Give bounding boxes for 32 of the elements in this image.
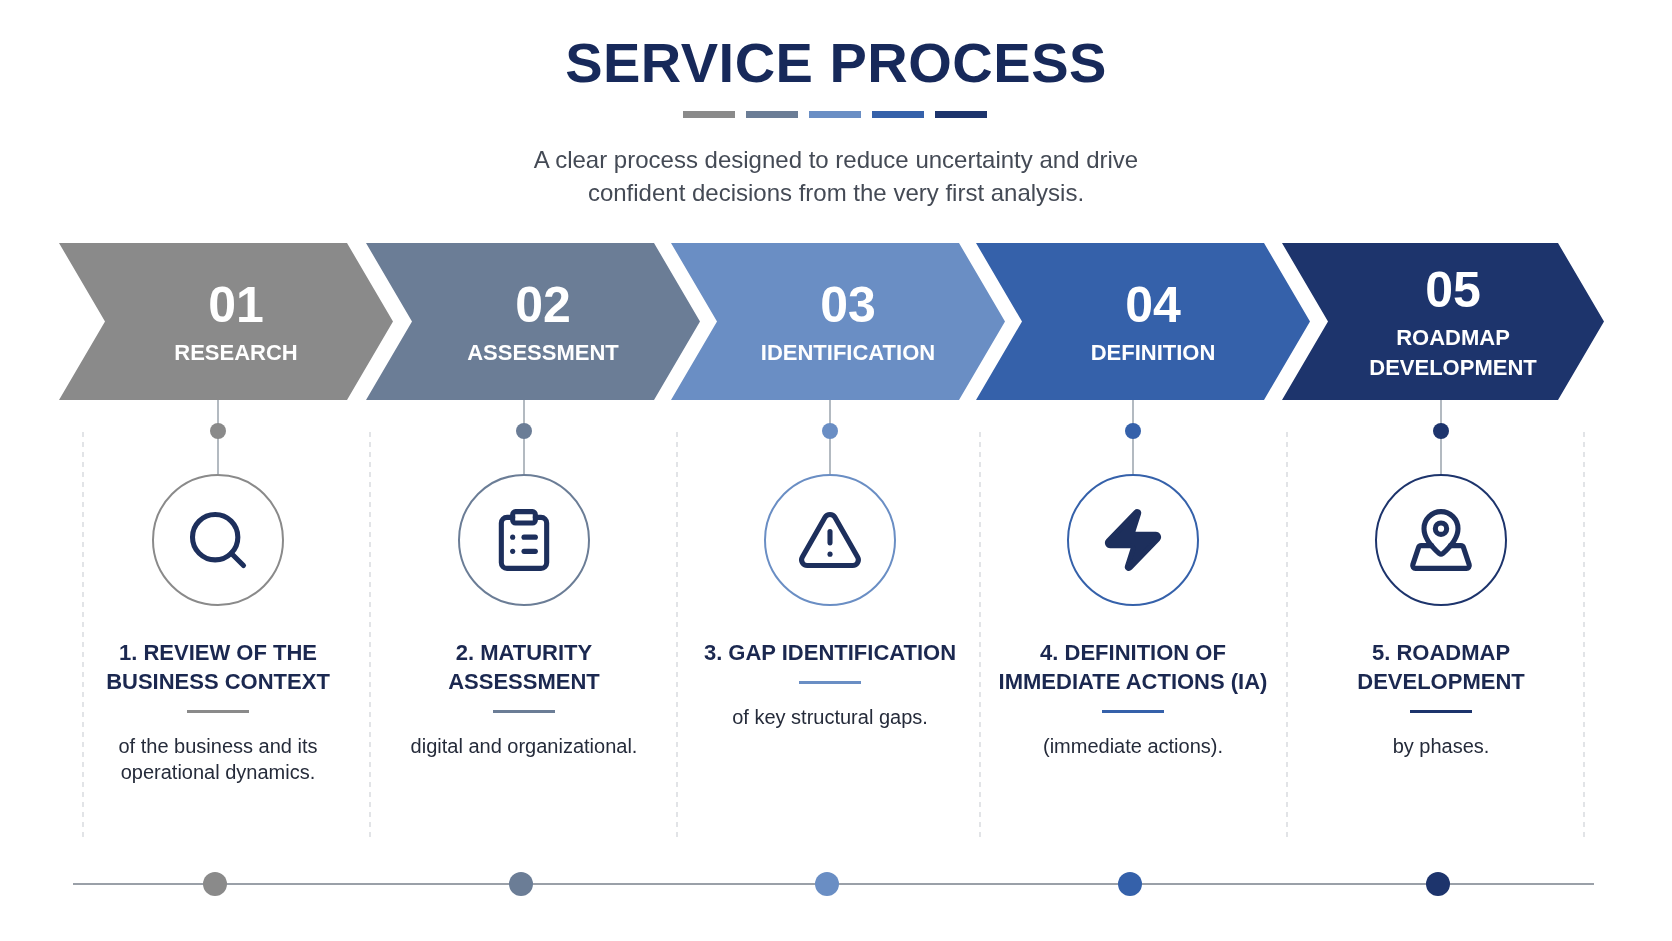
step-title: 1. REVIEW OF THE BUSINESS CONTEXT (105, 639, 331, 696)
step-description: digital and organizational. (409, 734, 639, 759)
step-title: 2. MATURITY ASSESSMENT (447, 639, 601, 696)
chevron-step (671, 243, 1005, 400)
chevron-step (366, 243, 700, 400)
step-description: of key structural gaps. (731, 705, 929, 730)
title: SERVICE PROCESS (564, 30, 1108, 95)
step-number: 04 (1125, 275, 1181, 334)
step-label: DEFINITION (1090, 338, 1216, 367)
chevron-step (1282, 243, 1604, 400)
step-label: ROADMAP DEVELOPMENT (1368, 323, 1538, 382)
step-description: of the business and its operational dynamics. (117, 734, 319, 785)
connector-line (1132, 399, 1134, 475)
step-label: IDENTIFICATION (760, 338, 936, 367)
step-title: 5. ROADMAP DEVELOPMENT (1356, 639, 1526, 696)
step-description: (immediate actions). (1041, 734, 1225, 759)
subtitle: A clear process designed to reduce uncertainty and drive confident decisions from the very first analysis. (532, 145, 1140, 208)
step-label: ASSESSMENT (467, 338, 619, 367)
step-label: RESEARCH (174, 338, 298, 367)
connector-line (1440, 399, 1442, 475)
step-number: 03 (820, 275, 876, 334)
step-title: 3. GAP IDENTIFICATION (703, 639, 957, 667)
step-number: 01 (208, 275, 264, 334)
chevron-step (59, 243, 393, 400)
step-number: 05 (1425, 260, 1481, 319)
step-title: 4. DEFINITION OF IMMEDIATE ACTIONS (IA) (998, 639, 1268, 696)
connector-line (829, 399, 831, 475)
step-description: by phases. (1391, 734, 1491, 759)
step-number: 02 (515, 275, 571, 334)
connector-line (523, 399, 525, 475)
connector-line (217, 399, 219, 475)
chevron-step (976, 243, 1310, 400)
